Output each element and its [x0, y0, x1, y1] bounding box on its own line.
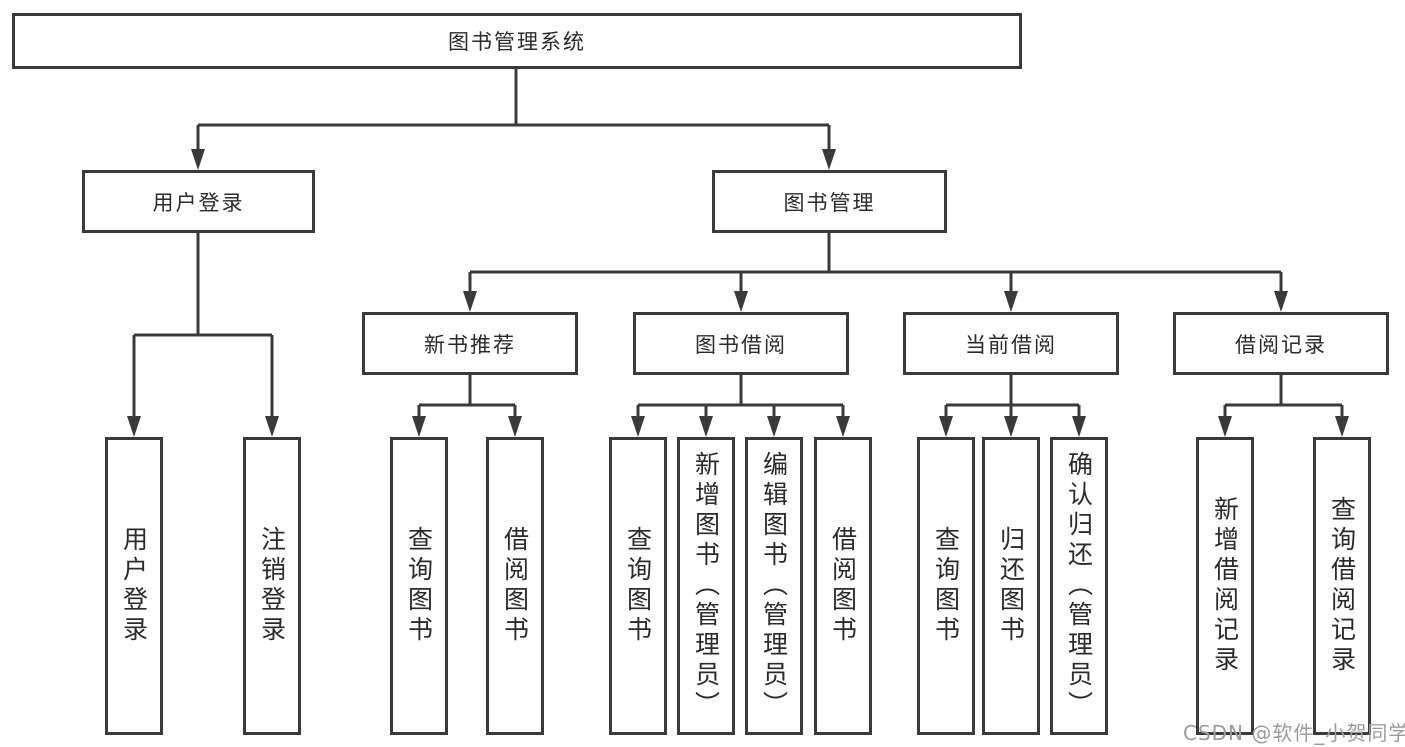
- leaf-label: 查询图书: [404, 526, 434, 646]
- leaf-label: 确认归还（管理员）: [1064, 451, 1094, 721]
- node-borrow-records: 借阅记录: [1173, 312, 1389, 375]
- node-user-login: 用户登录: [82, 170, 315, 233]
- leaf-label: 新增借阅记录: [1210, 496, 1240, 676]
- leaf-label: 查询借阅记录: [1327, 496, 1357, 676]
- leaf-query-borrow-record: 查询借阅记录: [1313, 437, 1371, 735]
- leaf-label: 用户登录: [119, 526, 149, 646]
- node-book-borrow: 图书借阅: [633, 312, 849, 375]
- node-label: 借阅记录: [1235, 332, 1327, 357]
- leaf-label: 编辑图书（管理员）: [759, 451, 789, 721]
- leaf-add-borrow-record: 新增借阅记录: [1196, 437, 1254, 735]
- node-label: 图书管理: [783, 190, 876, 215]
- node-label: 当前借阅: [965, 332, 1057, 357]
- leaf-add-book-admin: 新增图书（管理员）: [677, 437, 735, 735]
- leaf-label: 归还图书: [996, 526, 1026, 646]
- node-book-management: 图书管理: [712, 170, 947, 233]
- node-label: 用户登录: [152, 190, 245, 215]
- leaf-label: 新增图书（管理员）: [691, 451, 721, 721]
- leaf-label: 借阅图书: [500, 526, 530, 646]
- leaf-query-books-3: 查询图书: [917, 437, 975, 735]
- leaf-label: 查询图书: [931, 526, 961, 646]
- node-label: 新书推荐: [424, 332, 516, 357]
- leaf-return-books: 归还图书: [982, 437, 1040, 735]
- node-new-book-recommend: 新书推荐: [362, 312, 578, 375]
- leaf-logout: 注销登录: [243, 437, 301, 735]
- leaf-user-login: 用户登录: [105, 437, 163, 735]
- leaf-query-books-1: 查询图书: [390, 437, 448, 735]
- leaf-edit-book-admin: 编辑图书（管理员）: [745, 437, 803, 735]
- node-label: 图书管理系统: [448, 30, 586, 54]
- leaf-label: 注销登录: [257, 526, 287, 646]
- leaf-borrow-books-1: 借阅图书: [486, 437, 544, 735]
- leaf-label: 借阅图书: [828, 526, 858, 646]
- node-label: 图书借阅: [695, 332, 787, 357]
- leaf-confirm-return-admin: 确认归还（管理员）: [1050, 437, 1108, 735]
- leaf-label: 查询图书: [623, 526, 653, 646]
- leaf-borrow-books-2: 借阅图书: [814, 437, 872, 735]
- csdn-watermark: CSDN @软件_小贺同学: [1183, 721, 1405, 745]
- node-current-borrow: 当前借阅: [903, 312, 1119, 375]
- arrowheads: [127, 149, 1349, 437]
- leaf-query-books-2: 查询图书: [609, 437, 667, 735]
- node-library-management-system: 图书管理系统: [12, 13, 1022, 69]
